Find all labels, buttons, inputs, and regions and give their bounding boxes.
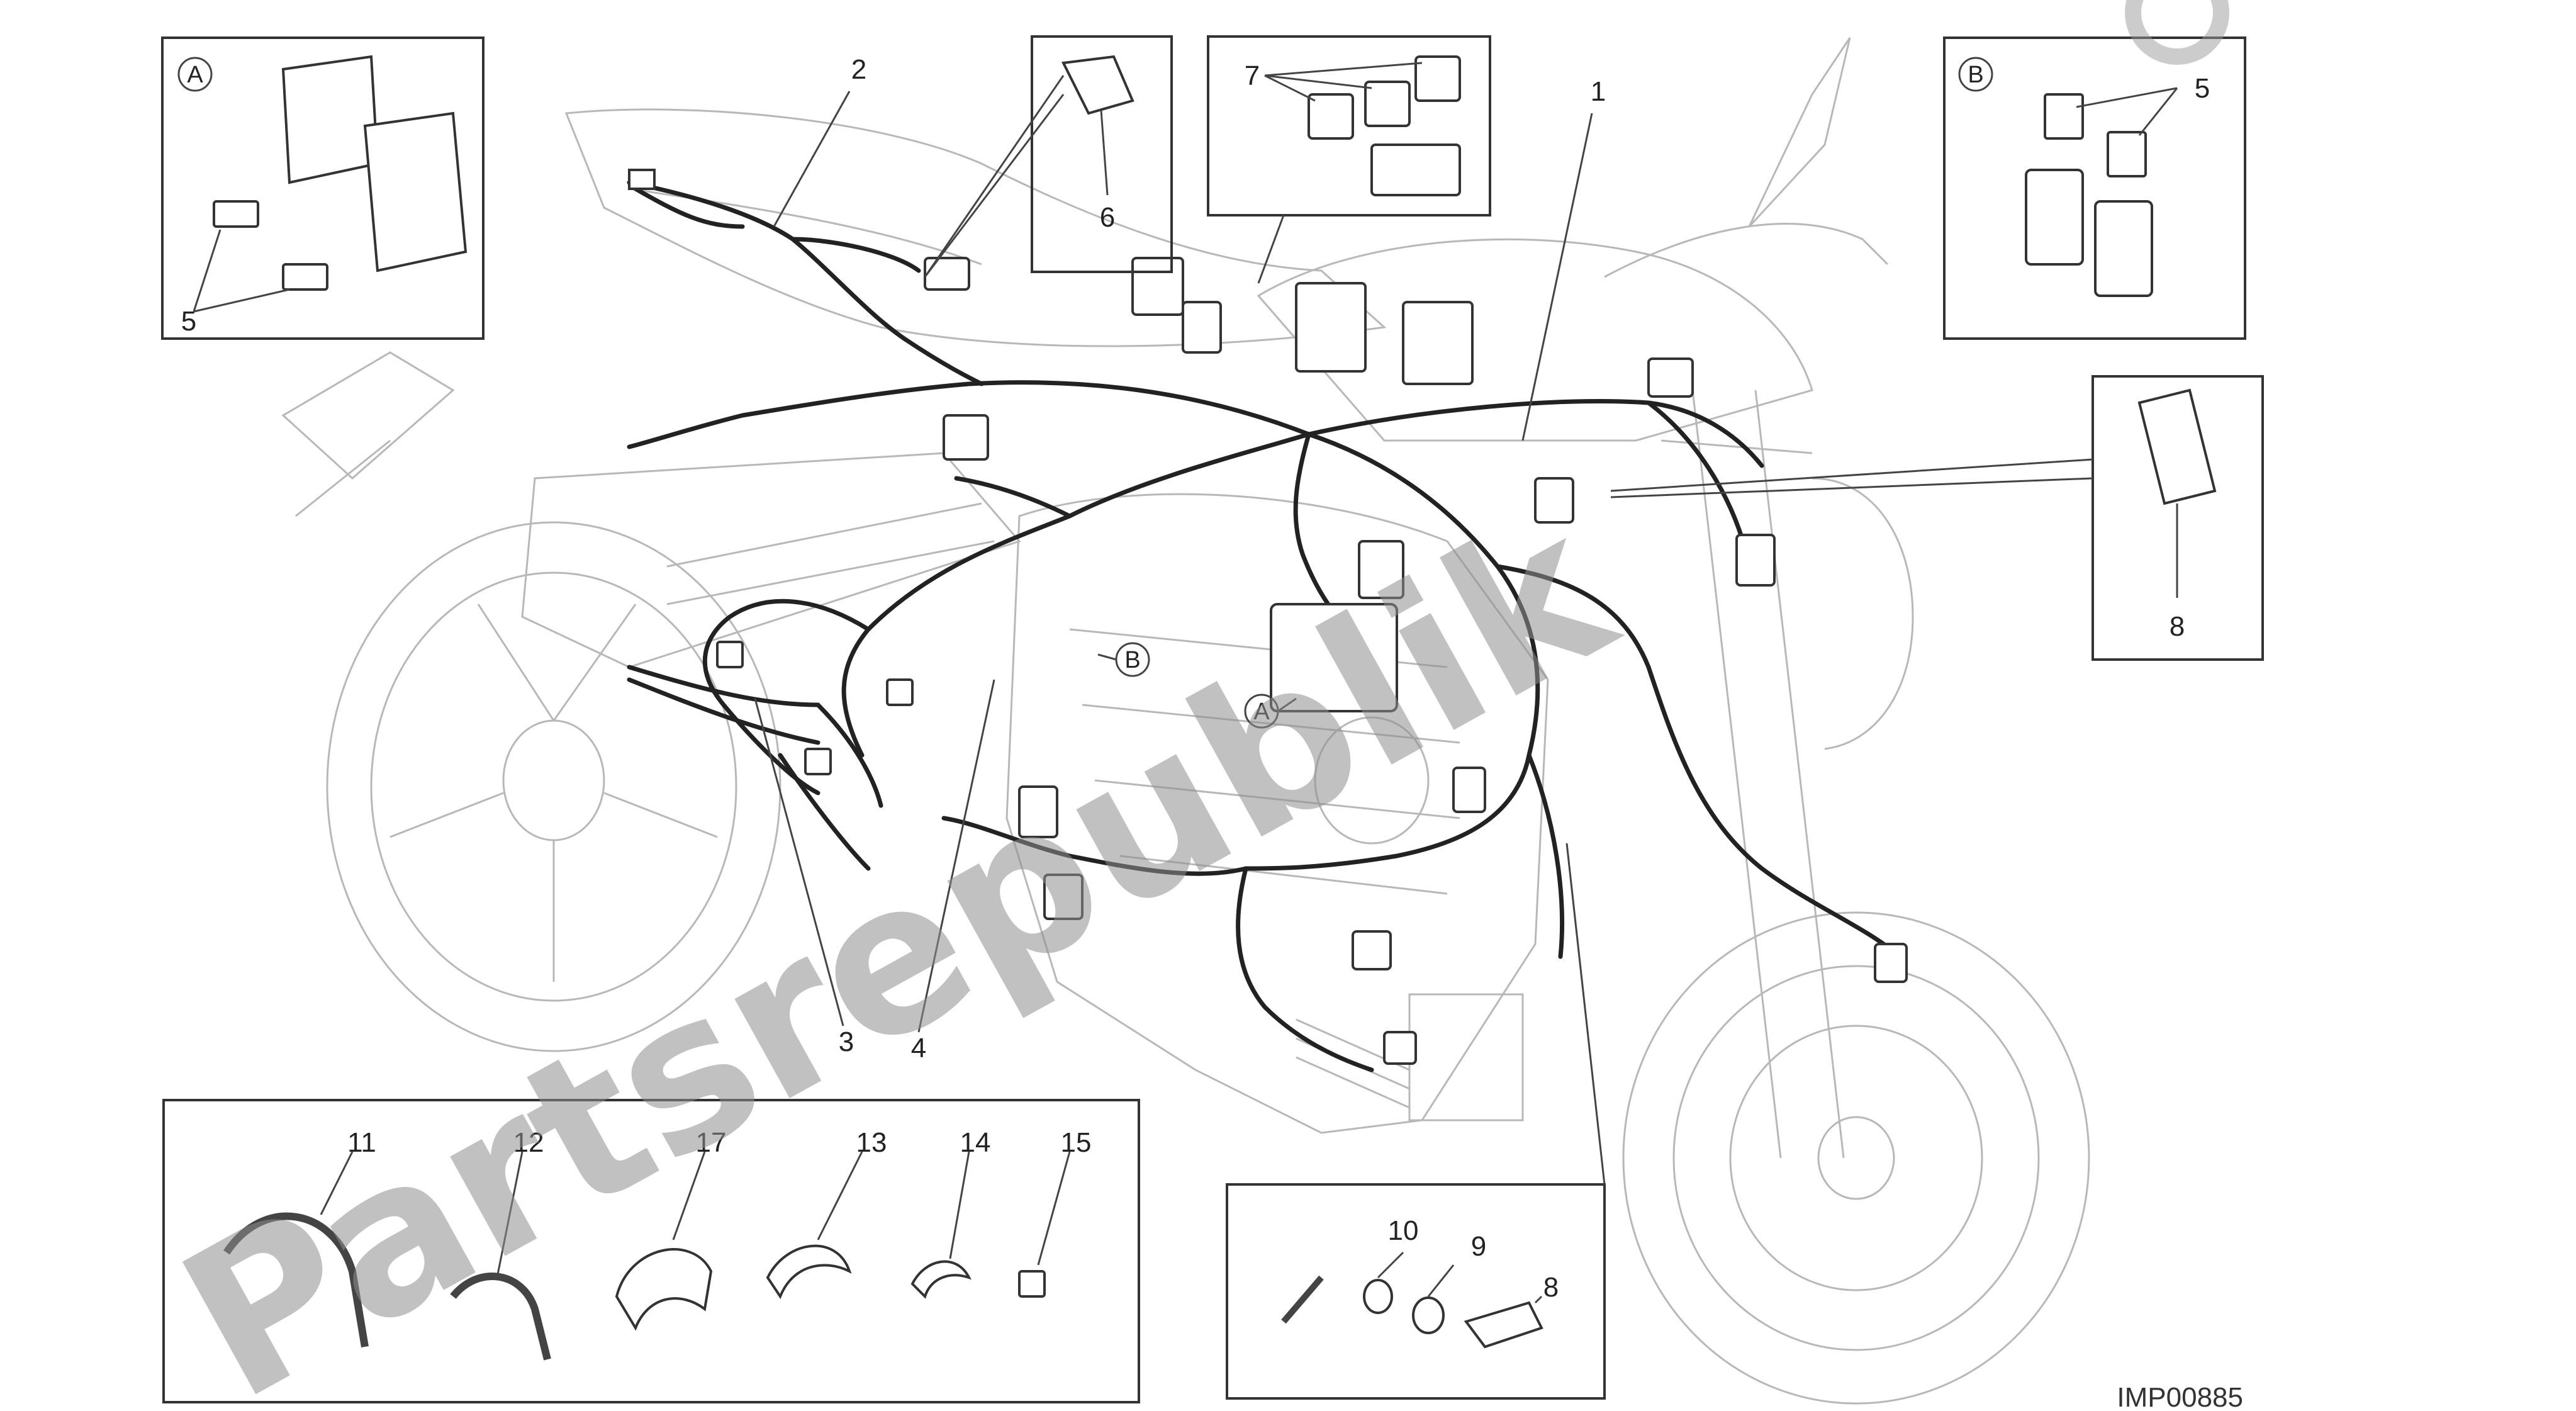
tail-section (564, 108, 1387, 347)
strap-12 (223, 1212, 369, 1347)
callout-9: 8 (1543, 1272, 1559, 1303)
callout-5b: 5 (2195, 73, 2210, 104)
gear-icon (2125, 0, 2230, 65)
detail-box-b: B 5 (1943, 37, 2246, 340)
rear-wheel-rim (370, 571, 737, 1002)
rear-hub (502, 719, 605, 841)
callout-16: 15 (1061, 1127, 1092, 1158)
callout-15: 14 (960, 1127, 991, 1158)
callout-8: 8 (2170, 611, 2185, 642)
handlebar (1604, 223, 1889, 278)
ref-marker-b-bike-label: B (1124, 647, 1140, 673)
front-disc (1672, 965, 2040, 1351)
callout-2: 2 (851, 54, 866, 85)
callout-14: 13 (856, 1127, 887, 1158)
ref-marker-b-box (1958, 57, 1993, 92)
front-fork (1660, 390, 1845, 1159)
relay-2 (1364, 81, 1411, 127)
clip-16 (1018, 1270, 1046, 1298)
lock-washer-10 (1412, 1296, 1445, 1334)
callout-13: 12 (513, 1127, 544, 1158)
ground-cable (1281, 1275, 1324, 1324)
ref-marker-a-box (177, 57, 213, 92)
bike-ref-markers: B A (1097, 642, 1297, 729)
callout-3: 3 (839, 1026, 854, 1057)
svg-text:Partsrepublik: Partsrepublik (146, 466, 1650, 1411)
clip-15 (910, 1260, 972, 1299)
washer-11 (1363, 1279, 1393, 1314)
detail-box-a: A 5 (161, 37, 484, 340)
fuel-tank (1257, 238, 1813, 442)
ref-marker-a-bike-label: A (1253, 699, 1270, 725)
detail-box-ground: 10 9 8 (1226, 843, 1606, 1400)
ref-marker-a-box-label: A (187, 62, 203, 88)
harness-connectors (628, 169, 1908, 1065)
callout-7: 7 (1245, 60, 1260, 91)
callout-1: 1 (1591, 76, 1606, 107)
motorcycle-outline (281, 37, 2090, 1405)
main-callouts: 1 2 3 4 (754, 54, 1606, 1064)
detail-box-clips: 11 12 17 13 14 15 (162, 1099, 1140, 1403)
callout-5a: 5 (181, 306, 196, 337)
clip-17 (615, 1248, 713, 1331)
callout-10: 9 (1471, 1231, 1486, 1262)
bolt-9 (1464, 1301, 1543, 1349)
fuse-holder-b2 (2094, 200, 2153, 297)
front-wheel (1622, 911, 2090, 1405)
fuse-5b-2 (2107, 131, 2147, 177)
fuse-5b (2044, 93, 2084, 140)
fuse-holder-b1 (2025, 169, 2084, 266)
callout-11: 10 (1388, 1215, 1419, 1246)
ref-marker-b-box-label: B (1968, 62, 1983, 88)
callout-17: 17 (696, 1127, 727, 1158)
fuse-box-rear (281, 55, 379, 184)
callout-12: 11 (347, 1127, 376, 1158)
rear-wheel (326, 521, 781, 1052)
connector-6 (1061, 55, 1134, 115)
exhaust (521, 452, 1021, 668)
clip-14 (766, 1244, 852, 1300)
detail-box-6: 6 (924, 35, 1173, 278)
connector-cover-8 (2137, 388, 2217, 505)
fuse-5a-2 (282, 263, 328, 291)
callout-6: 6 (1100, 202, 1115, 233)
drawing-code: IMP00885 (2117, 1382, 2243, 1411)
strap-13 (450, 1273, 551, 1361)
callout-4: 4 (911, 1033, 926, 1064)
main-wiring-harness (627, 180, 1903, 1072)
relay-3 (1414, 55, 1461, 102)
detail-box-7: 7 (1207, 35, 1491, 284)
relay-1 (1308, 93, 1354, 140)
detail-box-8: 8 (1610, 375, 2264, 661)
fuse-5a (213, 200, 259, 228)
